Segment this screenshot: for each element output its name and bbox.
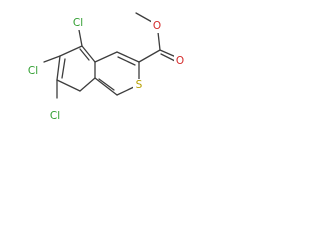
bond-c9-c8-inner — [98, 78, 115, 91]
bond-c6-c7 — [56, 79, 81, 92]
oxygen-atom-label: O — [153, 20, 161, 32]
bond-c7-c8 — [79, 77, 96, 92]
bond-c1-ccarbonyl — [138, 49, 161, 63]
cl2-label-bg — [22, 65, 44, 78]
bond-c3-c4 — [81, 45, 96, 63]
s-label-bg — [133, 79, 145, 92]
bond-c4-cl1 — [78, 29, 83, 47]
bond-c2-c1 — [116, 51, 140, 63]
oxygen-atom-label: O — [176, 55, 184, 67]
chlorine-atom-label: Cl — [73, 17, 83, 29]
chlorine-atom-label: Cl — [28, 65, 38, 77]
bond-o-ester-methyl — [135, 12, 153, 23]
molecule-structure: Cl Cl Cl S O O — [22, 12, 186, 123]
bond-c5-c6-inner — [61, 58, 66, 79]
bond-ccarbonyl-o-double-a — [159, 49, 177, 58]
bond-c5-c6 — [56, 55, 61, 81]
bond-c3-c2 — [94, 51, 118, 63]
bond-ccarbonyl-o-ester — [157, 31, 161, 51]
chlorine-atom-label: Cl — [50, 110, 60, 122]
bond-c9-c8 — [94, 77, 118, 96]
bond-c3-c4-inner — [79, 48, 90, 61]
cl1-label-bg — [67, 17, 89, 30]
bond-lines — [43, 12, 177, 99]
o-ester-label-bg — [151, 20, 163, 33]
bond-ccarbonyl-o-double-b — [160, 53, 176, 62]
bond-s-c9 — [116, 85, 137, 96]
sulfur-atom-label: S — [136, 79, 143, 91]
bond-c4-c5 — [59, 45, 83, 57]
cl3-label-bg — [44, 110, 66, 123]
bond-c2-c1-inner — [117, 56, 136, 66]
bond-c5-cl2 — [43, 55, 61, 63]
o-carbonyl-label-bg — [174, 55, 186, 68]
atom-labels: Cl Cl Cl S O O — [22, 17, 186, 123]
